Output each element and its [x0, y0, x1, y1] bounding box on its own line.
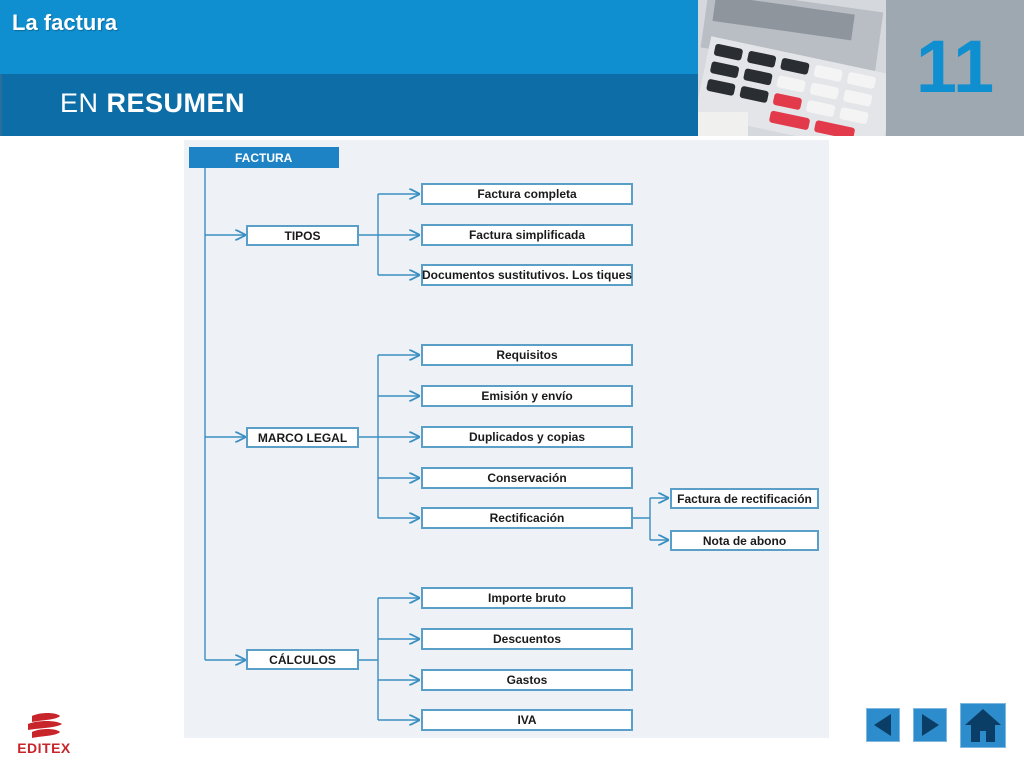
- section-header: [0, 74, 698, 136]
- leaf-node: Factura de rectificación: [670, 488, 819, 509]
- section-title-part2: RESUMEN: [106, 88, 246, 118]
- arrow-right-icon: [922, 714, 939, 736]
- arrow-left-icon: [874, 714, 891, 736]
- leaf-node: Duplicados y copias: [421, 426, 633, 448]
- leaf-node: Nota de abono: [670, 530, 819, 551]
- section-title-part1: EN: [60, 88, 99, 118]
- diagram-root-node: FACTURA: [189, 147, 339, 168]
- chapter-badge: 11: [886, 0, 1024, 136]
- next-slide-button[interactable]: [913, 708, 947, 742]
- leaf-node: Gastos: [421, 669, 633, 691]
- editex-logo-mark: [28, 713, 62, 738]
- leaf-node: Descuentos: [421, 628, 633, 650]
- leaf-node: IVA: [421, 709, 633, 731]
- leaf-node: Emisión y envío: [421, 385, 633, 407]
- editex-logo-text: EDITEX: [17, 740, 71, 756]
- branch-node-marco-legal: MARCO LEGAL: [246, 427, 359, 448]
- branch-node-calculos: CÁLCULOS: [246, 649, 359, 670]
- home-icon: [965, 709, 1001, 742]
- chapter-number: 11: [915, 25, 995, 108]
- leaf-node: Documentos sustitutivos. Los tiques: [421, 264, 633, 286]
- leaf-node: Rectificación: [421, 507, 633, 529]
- calculator-image: [698, 0, 886, 136]
- leaf-node: Factura simplificada: [421, 224, 633, 246]
- editex-logo: EDITEX: [10, 712, 78, 758]
- leaf-node: Conservación: [421, 467, 633, 489]
- home-button[interactable]: [960, 703, 1006, 748]
- app-title: La factura: [12, 10, 118, 35]
- previous-slide-button[interactable]: [866, 708, 900, 742]
- leaf-node: Factura completa: [421, 183, 633, 205]
- header-bar: La factura: [0, 0, 698, 74]
- leaf-node: Importe bruto: [421, 587, 633, 609]
- leaf-node: Requisitos: [421, 344, 633, 366]
- section-title: EN RESUMEN: [60, 88, 245, 119]
- branch-node-tipos: TIPOS: [246, 225, 359, 246]
